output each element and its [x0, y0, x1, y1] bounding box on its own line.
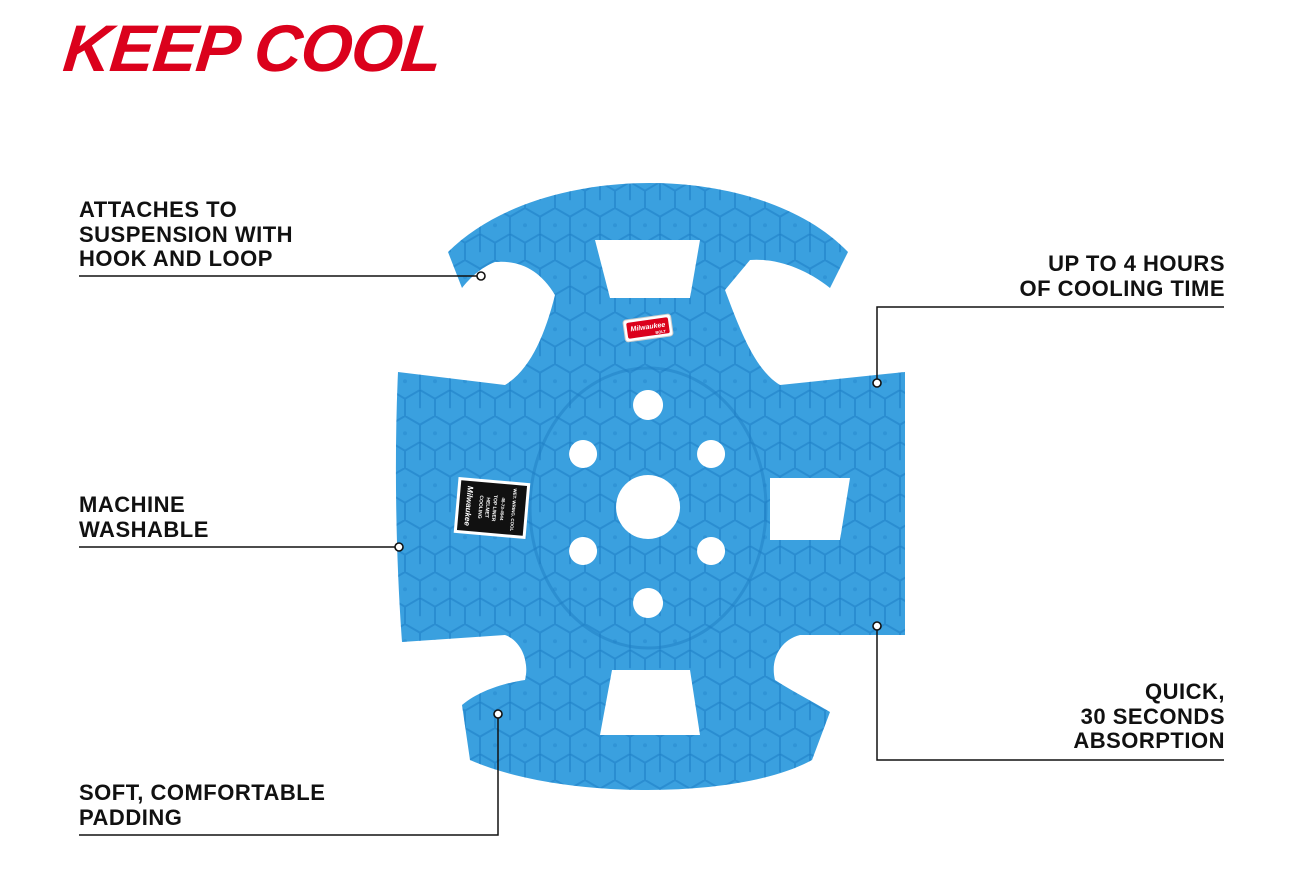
callout-machine-washable: MACHINE WASHABLE	[79, 492, 209, 542]
brand-tag-subtext: BOLT	[655, 328, 667, 335]
callout-lines	[79, 275, 1224, 836]
callout-soft-padding: SOFT, COMFORTABLE PADDING	[79, 780, 326, 830]
care-label-line-3: HELMET	[483, 497, 491, 518]
callout-cooling-time: UP TO 4 HOURS OF COOLING TIME	[1019, 251, 1225, 301]
callout-attaches-to-suspension: ATTACHES TO SUSPENSION WITH HOOK AND LOO…	[79, 197, 294, 271]
milwaukee-logo-tag: Milwaukee BOLT	[622, 313, 674, 343]
callout-dot-washable	[394, 542, 404, 552]
care-label-line-1: Milwaukee	[462, 486, 475, 527]
care-label-line-5: 48-73-4944	[499, 497, 506, 521]
callout-dot-absorption	[872, 621, 882, 631]
brand-tag-text: Milwaukee	[630, 322, 666, 334]
callout-dot-padding	[493, 709, 503, 719]
callout-dots	[394, 271, 882, 719]
leader-line-padding	[79, 714, 499, 836]
care-label-line-2: COOLING	[476, 495, 484, 519]
care-label-line-6: WET. WRING. COOL	[509, 488, 518, 532]
callout-absorption: QUICK, 30 SECONDS ABSORPTION	[1073, 679, 1225, 753]
care-label: Milwaukee COOLING HELMET TOP LINER 48-73…	[453, 476, 531, 540]
liner-shape	[395, 183, 905, 790]
care-label-line-4: TOP LINER	[490, 495, 498, 522]
leader-line-absorption	[876, 626, 1224, 761]
callout-dot-attaches	[476, 271, 486, 281]
callout-dot-cooling	[872, 378, 882, 388]
leader-line-cooling	[876, 306, 1224, 383]
